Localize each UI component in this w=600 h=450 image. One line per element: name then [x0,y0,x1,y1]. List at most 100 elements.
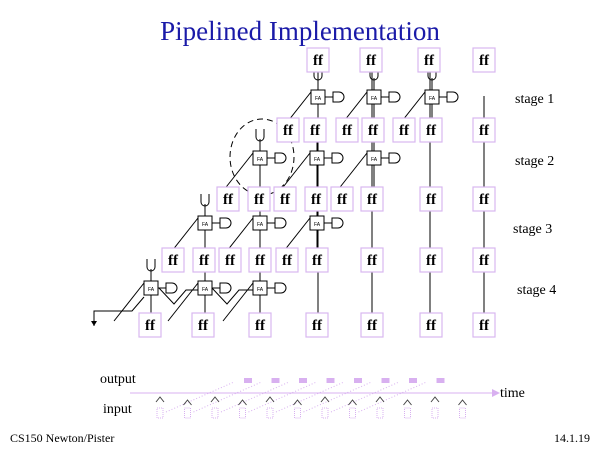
carry-wire [336,152,368,192]
full-adder-label: FA [202,222,209,228]
flip-flop-label: ff [282,253,293,269]
full-adder-box [252,280,268,296]
and-gate-icon [165,282,178,294]
flip-flop-label: ff [426,318,437,334]
flip-flop-label: ff [255,253,266,269]
data-flow-dotted [220,381,290,413]
flip-flop-box [335,117,359,143]
timeline-output-label: output [100,372,136,387]
flip-flop-label: ff [312,318,323,334]
full-adder-box [366,89,382,105]
carry-wire [222,152,254,192]
and-gate-icon [369,68,379,81]
data-flow-dotted [248,381,317,413]
flip-flop-box [191,312,215,338]
flip-flop-box [305,247,329,273]
flip-flop-label: ff [342,123,353,139]
stage-2-label: stage 2 [515,154,555,169]
and-gate-icon [274,282,287,294]
footer-course: CS150 Newton/Pister [10,431,115,445]
flip-flop-label: ff [254,192,265,208]
flip-flop-label: ff [145,318,156,334]
clock-edge-icon [183,399,192,406]
carry-wire [167,282,199,322]
and-gate-icon [274,152,287,164]
full-adder-label: FA [148,287,155,293]
flip-flop-label: ff [479,192,490,208]
and-gate-icon [388,152,401,164]
and-gate-icon [446,91,459,103]
full-adder-label: FA [257,222,264,228]
carry-wire [113,282,145,322]
stage-1-label: stage 1 [515,92,555,107]
flip-flop-box [472,247,496,273]
flip-flop-label: ff [479,253,490,269]
full-adder-box [310,89,326,105]
clock-edge-icon [265,396,275,403]
flip-flop-label: ff [479,53,490,69]
stage-3-label: stage 3 [513,222,553,237]
flip-flop-label: ff [310,123,321,139]
flip-flop-label: ff [479,123,490,139]
data-flow-dotted [330,381,400,413]
flip-flop-label: ff [367,253,378,269]
input-sample-mark [184,407,191,419]
flip-flop-box [303,117,327,143]
flip-flop-label: ff [426,253,437,269]
flip-flop-box [216,186,240,212]
input-sample-mark [294,407,301,419]
flip-flop-label: ff [223,192,234,208]
flip-flop-box [392,117,416,143]
full-adder-label: FA [314,222,321,228]
output-sample-mark [299,378,307,383]
data-flow-dotted [275,381,345,413]
full-adder-box [424,89,440,105]
flip-flop-box [305,312,329,338]
flip-flop-box [304,186,328,212]
input-sample-mark [376,407,384,419]
output-sample-mark [409,378,417,383]
input-sample-mark [239,407,246,419]
flip-flop-label: ff [313,53,324,69]
flip-flop-box [161,247,185,273]
and-gate-icon [255,129,265,142]
full-adder-label: FA [371,96,378,102]
flip-flop-label: ff [283,123,294,139]
and-gate-icon [219,217,232,229]
full-adder-box [252,150,268,166]
flip-flop-label: ff [168,253,179,269]
input-sample-mark [459,407,466,419]
stage-4-label: stage 4 [517,283,557,298]
input-sample-mark [211,407,219,419]
flip-flop-box [360,312,384,338]
output-sample-mark [271,378,280,383]
flip-flop-label: ff [426,123,437,139]
flip-flop-box [276,117,300,143]
and-gate-icon [313,68,323,81]
data-flow-dotted [193,381,262,413]
and-gate-icon [274,217,287,229]
flip-flop-label: ff [280,192,291,208]
full-adder-box [197,215,213,231]
flip-flop-box [417,47,441,73]
flip-flop-label: ff [199,253,210,269]
flip-flop-label: ff [255,318,266,334]
clock-edge-icon [238,399,247,406]
output-sample-mark [244,378,252,383]
flip-flop-label: ff [368,123,379,139]
flip-flop-box [275,247,299,273]
clock-edge-icon [403,399,412,406]
flip-flop-box [192,247,216,273]
and-gate-icon [332,91,345,103]
flip-flop-label: ff [367,192,378,208]
time-arrow-icon [492,389,500,397]
flip-flop-box [472,117,496,143]
and-gate-icon [331,217,344,229]
flip-flop-box [306,47,330,73]
full-adder-box [309,150,325,166]
flip-flop-box [138,312,162,338]
flip-flop-box [248,312,272,338]
flip-flop-box [472,312,496,338]
flip-flop-label: ff [399,123,410,139]
flip-flop-label: ff [311,192,322,208]
